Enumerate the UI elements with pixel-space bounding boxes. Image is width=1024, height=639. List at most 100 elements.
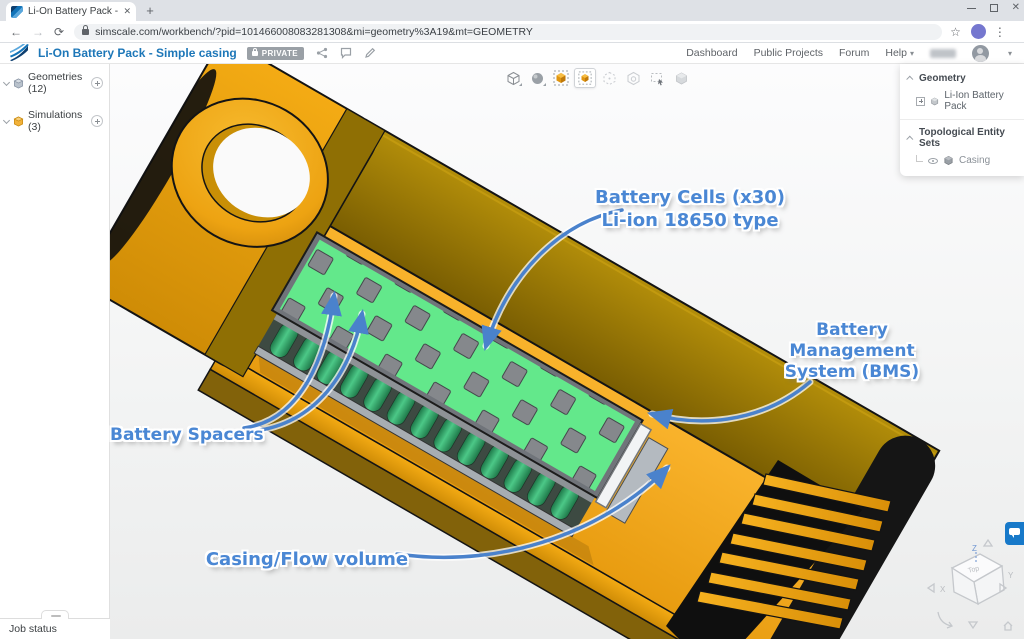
- topological-entity-sets-header[interactable]: Topological Entity Sets: [900, 124, 1024, 152]
- reload-icon[interactable]: ⟳: [54, 24, 65, 39]
- browser-tab[interactable]: Li-On Battery Pack - Simple casin ✕: [6, 2, 136, 21]
- tree-item-label: Li-Ion Battery Pack: [944, 90, 1004, 112]
- geometry-cube-icon: [931, 97, 939, 105]
- account-chevron-down-icon[interactable]: ▾: [1007, 48, 1012, 58]
- rotate-down-icon[interactable]: [967, 621, 979, 630]
- chevron-up-icon: [906, 75, 914, 83]
- edit-pencil-icon[interactable]: [364, 47, 376, 59]
- private-lock-icon: [251, 47, 258, 56]
- 3d-viewport[interactable]: Top Z Y X: [110, 64, 1024, 639]
- browser-titlebar: Li-On Battery Pack - Simple casin ✕ + ✕: [0, 0, 1024, 21]
- spacers-arrow-2: [242, 308, 369, 434]
- nav-public-projects[interactable]: Public Projects: [753, 47, 824, 59]
- bms-plate[interactable]: [594, 422, 653, 509]
- sidebar-item-simulations[interactable]: Simulations (3): [0, 102, 109, 140]
- add-simulation-button[interactable]: [91, 115, 103, 127]
- annotation-battery-spacers: Battery Spacers: [110, 425, 264, 445]
- casing-arrow: [395, 464, 671, 559]
- x-axis-label: X: [940, 585, 946, 594]
- geometry-section-header[interactable]: Geometry: [900, 70, 1024, 87]
- entity-set-icon: [944, 155, 953, 166]
- spacers-arrow-1: [242, 290, 342, 430]
- 3d-scene[interactable]: Top Z Y X: [110, 64, 1024, 639]
- simscale-favicon-icon: [11, 5, 23, 18]
- nav-help[interactable]: Help▾: [885, 47, 914, 59]
- isolate-selection-button[interactable]: [598, 68, 620, 88]
- back-icon[interactable]: ←: [10, 24, 22, 39]
- roll-arrow-icon[interactable]: [937, 611, 954, 629]
- render-mode-button[interactable]: [502, 68, 524, 88]
- rotate-right-icon[interactable]: [999, 582, 1008, 594]
- comments-icon[interactable]: [340, 47, 352, 59]
- nav-forum[interactable]: Forum: [839, 47, 870, 59]
- tab-title: Li-On Battery Pack - Simple casin: [28, 6, 119, 17]
- tree-elbow: [916, 155, 923, 162]
- annotation-bms: Battery Management System (BMS): [784, 320, 920, 382]
- box-select-button[interactable]: [646, 68, 668, 88]
- sidebar-item-label: Geometries (12): [28, 71, 83, 95]
- rotate-left-icon[interactable]: [926, 582, 935, 594]
- bookmark-star-icon[interactable]: ☆: [950, 24, 961, 39]
- bms-arrow: [646, 380, 812, 430]
- project-title: Li-On Battery Pack - Simple casing: [38, 46, 237, 60]
- orientation-cube-widget[interactable]: Top Z Y X: [926, 538, 1014, 631]
- forward-icon[interactable]: →: [32, 24, 44, 39]
- tree-item-casing[interactable]: Casing: [900, 152, 1024, 169]
- rotate-up-icon[interactable]: [982, 538, 994, 547]
- nav-cube-top-label: Top: [967, 565, 980, 575]
- https-lock-icon: [82, 24, 90, 35]
- z-axis-label: Z: [972, 544, 977, 553]
- tree-item-geometry[interactable]: Li-Ion Battery Pack: [900, 87, 1024, 115]
- nav-dashboard[interactable]: Dashboard: [686, 47, 738, 59]
- browser-menu-icon[interactable]: ⋮: [993, 24, 1006, 39]
- privacy-badge: PRIVATE: [246, 46, 305, 60]
- project-tree-sidebar: Geometries (12) Simulations (3) Job stat…: [0, 64, 110, 639]
- simscale-logo: [10, 44, 29, 62]
- panel-divider: [900, 119, 1024, 120]
- y-axis-label: Y: [1008, 571, 1014, 580]
- show-hide-button[interactable]: [622, 68, 644, 88]
- address-bar[interactable]: simscale.com/workbench/?pid=101466008083…: [74, 23, 943, 40]
- select-face-button-active[interactable]: [574, 68, 596, 88]
- job-status-bar[interactable]: Job status: [0, 610, 110, 639]
- select-body-button[interactable]: [550, 68, 572, 88]
- sidebar-item-label: Simulations (3): [28, 109, 83, 133]
- expand-plus-icon[interactable]: [916, 96, 925, 106]
- battery-pack-model[interactable]: [110, 64, 946, 639]
- battery-cells-cylinders[interactable]: [267, 320, 582, 523]
- nav-cube-left-face[interactable]: [951, 566, 979, 606]
- job-status-collapse-handle[interactable]: [41, 610, 69, 619]
- battery-module[interactable]: [242, 230, 674, 568]
- user-avatar[interactable]: [971, 44, 989, 62]
- spacer-cell-pattern[interactable]: [279, 239, 635, 491]
- tab-close-icon[interactable]: ✕: [123, 6, 131, 16]
- browser-profile-avatar[interactable]: [970, 24, 986, 39]
- visibility-eye-icon[interactable]: [928, 157, 938, 164]
- support-chat-button[interactable]: [1005, 522, 1024, 545]
- chevron-down-icon: [2, 78, 11, 86]
- chevron-up-icon: [906, 135, 914, 143]
- app-header: Li-On Battery Pack - Simple casing PRIVA…: [0, 43, 1024, 64]
- browser-toolbar: ← → ⟳ simscale.com/workbench/?pid=101466…: [0, 21, 1024, 43]
- battery-cells-arrow: [481, 208, 624, 352]
- add-geometry-button[interactable]: [91, 77, 103, 89]
- sidebar-item-geometries[interactable]: Geometries (12): [0, 64, 109, 102]
- url-text: simscale.com/workbench/?pid=101466008083…: [95, 25, 533, 38]
- window-minimize-icon[interactable]: [966, 7, 976, 9]
- chevron-down-icon: ▾: [909, 49, 914, 58]
- window-close-icon[interactable]: ✕: [1011, 2, 1020, 13]
- annotation-casing-flow-volume: Casing/Flow volume: [205, 549, 409, 570]
- shading-mode-button[interactable]: [526, 68, 548, 88]
- scene-tree-panel: Geometry Li-Ion Battery Pack Topological…: [900, 64, 1024, 176]
- new-tab-button[interactable]: +: [146, 3, 154, 18]
- home-view-icon[interactable]: [1003, 621, 1013, 631]
- tree-item-label: Casing: [959, 155, 991, 166]
- hide-parts-button[interactable]: [670, 68, 692, 88]
- geometries-icon: [13, 78, 24, 88]
- window-maximize-icon[interactable]: [989, 4, 998, 12]
- heat-sink-fins[interactable]: [666, 460, 892, 639]
- annotation-battery-cells: Battery Cells (x30) Li-ion 18650 type: [594, 187, 786, 231]
- simulations-icon: [13, 116, 24, 126]
- share-icon[interactable]: [316, 47, 328, 59]
